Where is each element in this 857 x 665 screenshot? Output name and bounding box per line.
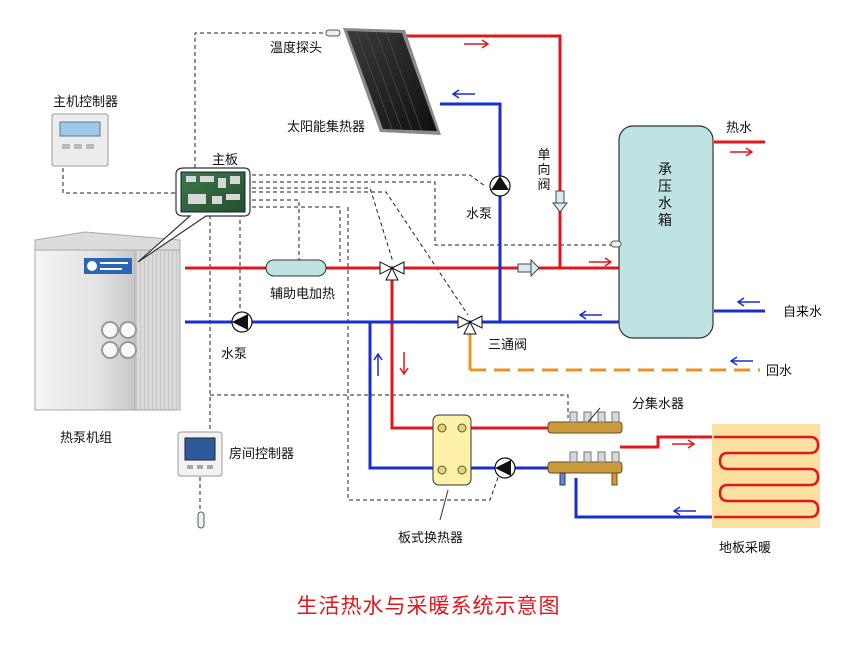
hot-water-label: 热水: [726, 121, 753, 136]
wire-three-way: [245, 191, 469, 316]
arrow-floor-supply: [672, 439, 696, 449]
pipe-floor-supply: [620, 435, 712, 449]
pipe-hx-cold-out: [368, 322, 435, 470]
water-pump-top-icon: [489, 175, 511, 197]
host-controller-label: 主机控制器: [53, 95, 119, 110]
flow-marker-icon: [517, 258, 540, 278]
pressure-tank: [610, 125, 714, 339]
arrow-tank-in: [589, 257, 613, 267]
pipe-solar-return: [440, 102, 502, 322]
wire-pump-top: [245, 174, 486, 187]
heat-pump-unit-label: 热泵机组: [60, 431, 113, 446]
main-board-label: 主板: [212, 153, 239, 168]
arrow-return-water: [729, 356, 753, 366]
tank-label: 承压水箱: [658, 162, 672, 229]
cold-water-label: 自来水: [783, 305, 823, 320]
manifold-label: 分集水器: [632, 397, 685, 412]
plate-exchanger-icon: [432, 414, 472, 486]
manifold-leader: [587, 407, 601, 423]
diagram-title: 生活热水与采暖系统示意图: [296, 594, 561, 618]
arrow-floor-return: [672, 506, 696, 516]
room-controller-label: 房间控制器: [229, 447, 295, 462]
arrow-hot-out: [730, 147, 754, 157]
return-pipe: [468, 330, 760, 372]
check-valve-icon: [551, 190, 569, 213]
wire-tank-probe: [245, 181, 612, 246]
arrow-solar-return: [451, 89, 475, 99]
pipe-floor-return: [574, 478, 712, 519]
solar-collector-icon: [343, 28, 441, 135]
wire-pump-bottom: [347, 207, 501, 501]
main-board-callout: [137, 167, 251, 263]
return-water-label: 回水: [766, 364, 793, 379]
exchanger-leader: [439, 489, 449, 521]
room-controller-icon: [177, 431, 223, 477]
arrow-valve-down: [399, 352, 409, 376]
water-pump-left-icon: [231, 311, 253, 333]
arrow-tank-out: [578, 310, 602, 320]
floor-heating-panel: [712, 424, 820, 528]
three-way-valve-icon: [457, 315, 483, 335]
water-pump-bottom-icon: [494, 457, 516, 479]
temp-probe-label: 温度探头: [270, 41, 323, 56]
host-controller-icon: [51, 113, 109, 167]
wire-aux-heater: [245, 199, 300, 262]
water-pump-left-label: 水泵: [221, 347, 248, 362]
wire-temp-probe: [194, 32, 330, 168]
cold-pipes: [185, 102, 765, 519]
aux-heater-icon: [265, 259, 327, 277]
flow-arrows: [373, 39, 760, 516]
wire-host-controller: [62, 168, 178, 194]
arrow-cold-up: [373, 352, 383, 376]
plate-exchanger-label: 板式换热器: [398, 531, 464, 546]
heat-pump-unit-icon: [34, 231, 181, 411]
wire-valve-1: [245, 187, 394, 263]
arrow-solar-hot: [464, 39, 490, 49]
check-valve-label: 单向阀: [537, 148, 551, 193]
arrow-cold-in: [736, 297, 760, 307]
wire-to-pipe: [245, 206, 341, 262]
three-way-valve-label: 三通阀: [488, 338, 528, 353]
aux-heater-label: 辅助电加热: [270, 287, 336, 302]
room-sensor-icon: [197, 511, 205, 529]
temp-probe-icon: [325, 29, 341, 37]
wire-manifold: [210, 394, 569, 418]
manifold-icon: [547, 411, 623, 486]
three-way-valve-top-icon: [379, 261, 405, 281]
solar-collector-label: 太阳能集热器: [287, 120, 366, 135]
floor-heating-label: 地板采暖: [719, 541, 772, 556]
pipe-valve-hx-hot: [390, 268, 435, 430]
water-pump-top-label: 水泵: [466, 207, 493, 222]
